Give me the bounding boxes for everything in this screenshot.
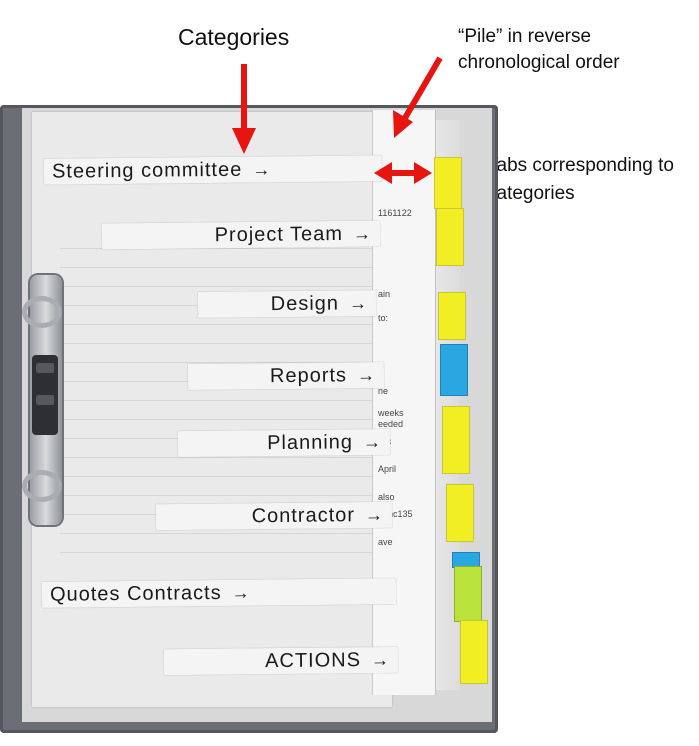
right-arrow-icon: → <box>252 159 272 180</box>
yellow-tab <box>442 406 470 474</box>
document-pile <box>372 110 436 695</box>
pile-fragment: to: <box>378 313 389 323</box>
pile-fragment: ain <box>378 289 391 299</box>
category-label-text: Project Team <box>214 222 344 247</box>
yellow-tab <box>446 484 474 542</box>
category-label-contractor: Contractor → <box>155 501 393 531</box>
yellow-tab <box>460 620 488 684</box>
yellow-tab <box>434 157 462 209</box>
category-label-actions: ACTIONS → <box>163 646 399 676</box>
blue-tab <box>440 344 468 396</box>
pile-fragment: April <box>378 464 397 474</box>
right-arrow-icon: → <box>231 582 251 603</box>
category-label-project-team: Project Team → <box>101 220 381 250</box>
category-label-text: Design <box>270 292 340 316</box>
tabs-annotation-line1: Tabs corresponding to <box>487 155 674 176</box>
right-arrow-icon: → <box>370 649 391 671</box>
pile-fragment: weeks <box>378 408 404 418</box>
binder-lever <box>32 355 58 435</box>
pile-fragment: 1161122 <box>378 208 412 218</box>
yellow-tab <box>436 208 464 266</box>
category-label-reports: Reports → <box>187 361 385 391</box>
category-label-text: Steering committee <box>51 158 243 183</box>
category-label-planning: Planning → <box>177 428 391 458</box>
category-sheet <box>32 112 392 707</box>
right-arrow-icon: → <box>356 365 377 386</box>
pile-annotation-line1: “Pile” in reverse <box>458 26 592 47</box>
tabs-annotation: Tabs corresponding to categories <box>487 152 697 208</box>
category-label-text: ACTIONS <box>264 649 362 673</box>
pile-annotation-line2: chronological order <box>458 52 620 73</box>
pile-fragment: ne <box>378 386 389 396</box>
pile-fragment: also <box>378 492 395 502</box>
binder-ring-icon <box>22 470 62 502</box>
right-arrow-icon: → <box>362 431 383 453</box>
category-label-text: Contractor <box>251 504 356 528</box>
binder-ring-icon <box>22 296 62 328</box>
right-arrow-icon: → <box>352 223 373 244</box>
right-arrow-icon: → <box>364 504 385 526</box>
pile-annotation: “Pile” in reverse chronological order <box>458 24 688 76</box>
category-label-text: Reports <box>269 364 348 388</box>
categories-annotation: Categories <box>178 24 290 50</box>
yellow-tab <box>438 292 466 340</box>
right-arrow-icon: → <box>348 293 369 314</box>
category-label-design: Design → <box>197 290 377 318</box>
category-label-steering-committee: Steering committee → <box>43 155 383 185</box>
category-label-text: Planning <box>267 431 354 455</box>
pile-fragment: 51hc135 <box>378 509 413 519</box>
pile-fragment: eeded <box>378 419 404 429</box>
pile-fragment: ave <box>378 537 393 547</box>
tabs-annotation-line2: categories <box>487 183 575 204</box>
green-tab <box>454 566 482 622</box>
category-label-quotes-contracts: Quotes Contracts → <box>41 578 397 608</box>
category-label-text: Quotes Contracts <box>49 581 222 606</box>
